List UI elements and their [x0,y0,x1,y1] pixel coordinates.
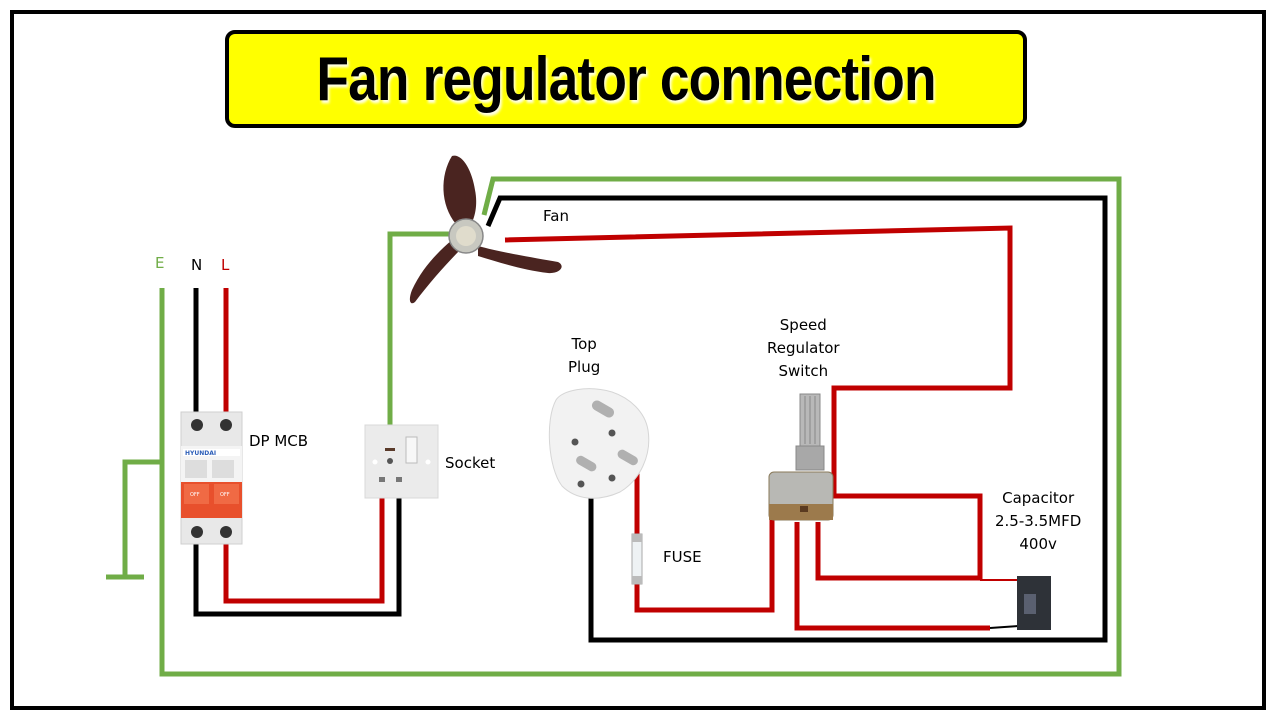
wall-socket [364,424,439,499]
earth-wires [106,176,1122,677]
live-regulator-to-capacitor [794,522,990,631]
mcb-handle-left-text: OFF [190,492,200,498]
regulator-label-line: Regulator [767,339,840,357]
title-banner: Fan regulator connection [225,30,1027,128]
live-fan-to-regulator [504,225,1013,581]
fan-label: Fan [543,207,569,225]
capacitor-lead-2 [989,625,1019,629]
mcb-terminal-screw [220,419,232,431]
capacitor-label-line: Capacitor [1002,489,1075,507]
socket-label: Socket [445,454,496,472]
neutral-plug-to-fan [485,195,1108,643]
earth-socket-to-fan [387,231,462,455]
live-label: L [221,256,230,274]
mcb-terminal-screw [191,526,203,538]
diagram-title: Fan regulator connection [316,44,936,114]
earth-ground-branch [122,459,162,577]
live-mcb-to-socket [223,480,385,604]
earth-label: E [155,254,165,272]
top-plug-label: Top Plug [568,333,600,379]
mcb-terminal-screw [220,526,232,538]
earth-main-wire [159,176,1122,677]
capacitor [1017,576,1051,630]
mcb-handle-right-text: OFF [220,492,230,498]
regulator-label: Speed Regulator Switch [767,314,840,383]
top-plug-label-line: Top [571,335,597,353]
fuse-label: FUSE [663,548,702,566]
capacitor-label-line: 2.5-3.5MFD [995,512,1082,530]
neutral-mcb-to-socket [193,480,402,617]
capacitor-label-line: 400v [1019,535,1057,553]
glass-fuse [631,533,643,585]
ceiling-fan-icon [409,155,562,304]
mcb-brand: HYUNDAI [185,450,216,457]
neutral-label: N [191,256,203,274]
mcb-label: DP MCB [249,432,309,450]
regulator-label-line: Speed [779,316,827,334]
speed-regulator [768,393,834,521]
live-fuse-to-regulator [634,518,775,613]
capacitor-label: Capacitor 2.5-3.5MFD 400v [995,487,1081,556]
top-plug-label-line: Plug [568,358,601,376]
top-plug [548,388,650,499]
regulator-label-line: Switch [778,362,829,380]
dp-mcb: HYUNDAI OFF OFF [180,411,243,545]
live-wires [223,225,1013,631]
mcb-terminal-screw [191,419,203,431]
neutral-wires [193,195,1108,643]
